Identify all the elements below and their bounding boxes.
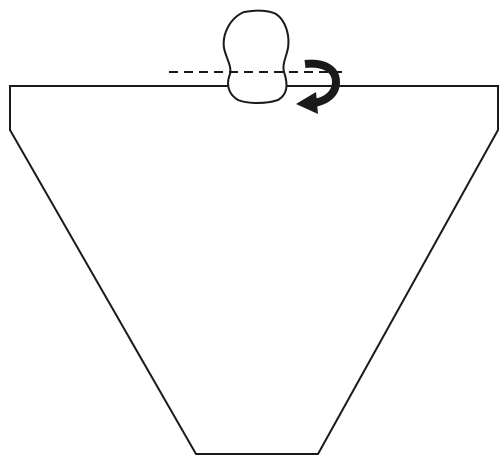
head-shape [224,11,289,103]
trapezoid-body [10,86,498,454]
curved-rotation-arrow-icon [296,64,336,114]
